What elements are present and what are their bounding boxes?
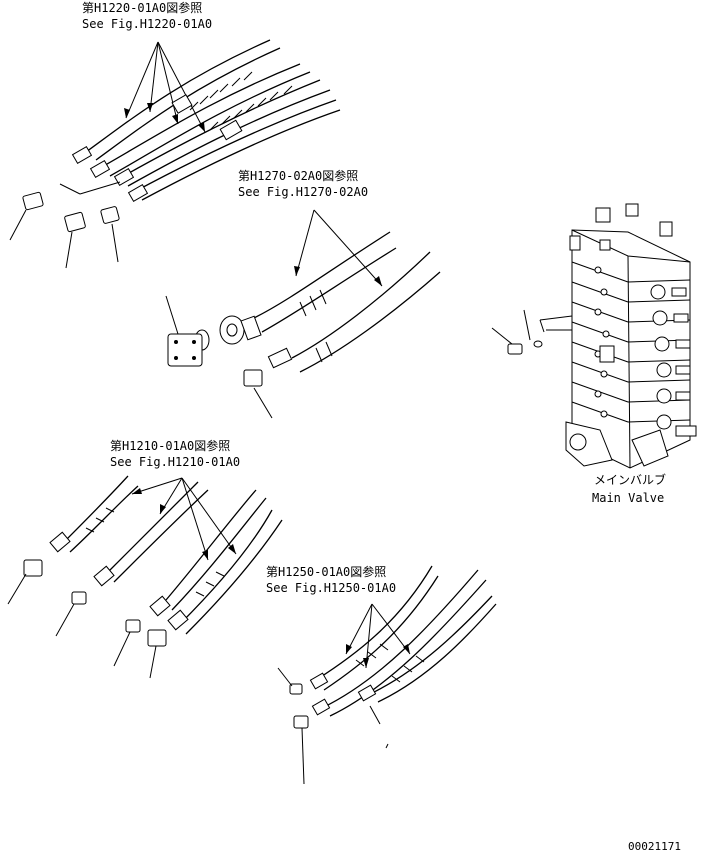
- ref1-arrows: [124, 41, 206, 133]
- reference-group-3: 第H1210-01A0図参照 See Fig.H1210-01A0: [7, 438, 283, 679]
- drawing-number: 00021171: [628, 840, 681, 853]
- reference-group-4: 第H1250-01A0図参照 See Fig.H1250-01A0: [266, 564, 497, 785]
- valve-bolt-callout: [491, 309, 573, 355]
- main-valve: メインバルブ Main Valve: [491, 203, 697, 505]
- ref1-en-label: See Fig.H1220-01A0: [82, 17, 212, 31]
- ref4-arrows: [345, 603, 411, 669]
- ref2-arrows: [294, 209, 383, 287]
- main-valve-jp-label: メインバルブ: [594, 472, 666, 487]
- ref3-jp-label: 第H1210-01A0図参照: [110, 438, 230, 453]
- valve-ports: [594, 266, 697, 437]
- ref1-plugs: [9, 181, 121, 269]
- ref4-jp-label: 第H1250-01A0図参照: [266, 564, 386, 579]
- reference-group-2: 第H1270-02A0図参照 See Fig.H1270-02A0: [165, 168, 441, 419]
- ref2-jp-label: 第H1270-02A0図参照: [238, 168, 358, 183]
- ref2-hoses: [165, 231, 441, 419]
- ref3-en-label: See Fig.H1210-01A0: [110, 455, 240, 469]
- ref3-hoses: [49, 475, 283, 635]
- ref1-jp-label: 第H1220-01A0図参照: [82, 0, 202, 15]
- main-valve-en-label: Main Valve: [592, 491, 664, 505]
- valve-top-fittings: [569, 203, 673, 251]
- reference-group-1: 第H1220-01A0図参照 See Fig.H1220-01A0: [9, 0, 341, 269]
- ref3-arrows: [131, 477, 237, 561]
- ref4-plugs: [277, 667, 389, 785]
- ref1-hoses: [71, 39, 341, 203]
- ref3-plugs: [7, 559, 167, 679]
- ref4-hoses: [309, 565, 497, 717]
- ref2-en-label: See Fig.H1270-02A0: [238, 185, 368, 199]
- ref4-en-label: See Fig.H1250-01A0: [266, 581, 396, 595]
